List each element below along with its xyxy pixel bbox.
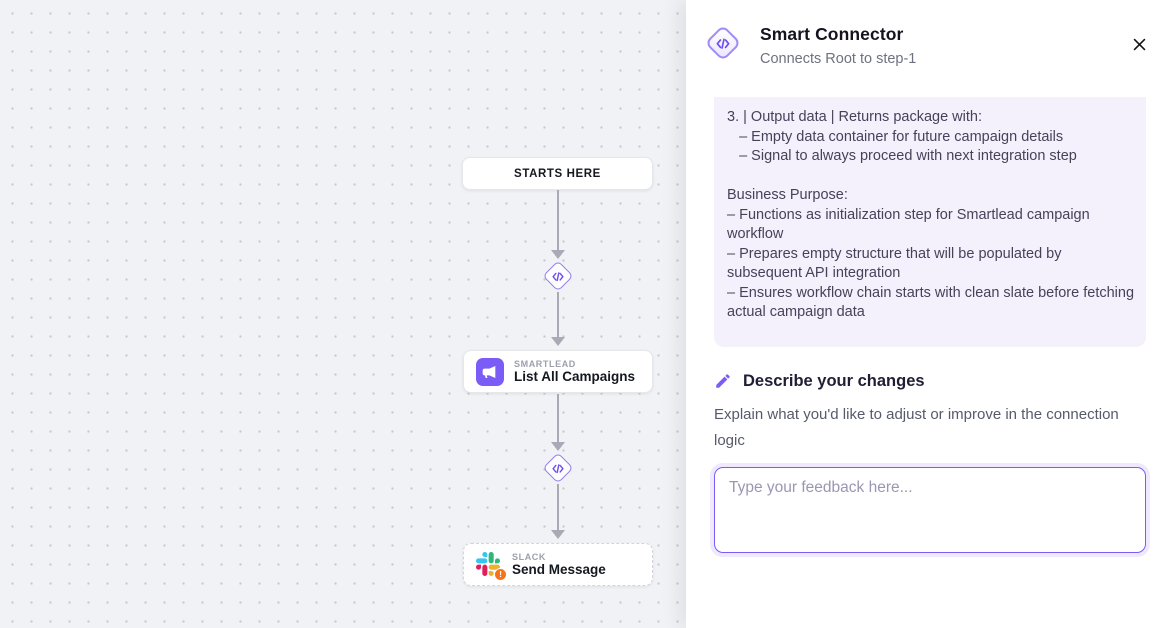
arrow-down-icon [551,442,565,451]
connector-explanation-box: 3. | Output data | Returns package with:… [714,97,1146,347]
feedback-input[interactable] [714,466,1146,553]
close-button[interactable] [1129,34,1149,54]
arrow-down-icon [551,530,565,539]
slack-node-action-label: Send Message [512,561,606,577]
describe-changes-title: Describe your changes [743,371,925,390]
close-icon [1133,38,1145,50]
warning-badge-icon: ! [494,567,507,581]
smartlead-node-action-label: List All Campaigns [514,368,636,384]
panel-body: 3. | Output data | Returns package with:… [686,97,1166,558]
start-node-label: STARTS HERE [514,167,601,180]
edge-line [557,394,559,442]
edge-line [557,190,559,250]
pencil-icon [716,374,730,388]
edge-line [557,484,559,530]
workflow-canvas[interactable]: STARTS HERE SMARTLEAD List All Campaigns [0,0,686,628]
describe-changes-header: Describe your changes [714,372,1146,391]
smart-connector-panel: Smart Connector Connects Root to step-1 … [686,0,1166,628]
smartlead-node[interactable]: SMARTLEAD List All Campaigns [463,350,653,393]
smart-connector-node-2[interactable] [542,452,574,484]
edge-line [557,292,559,337]
slack-node[interactable]: ! SLACK Send Message [463,543,653,586]
smartlead-node-app-label: SMARTLEAD [514,358,576,369]
arrow-down-icon [551,337,565,346]
panel-subtitle: Connects Root to step-1 [760,51,917,67]
panel-header: Smart Connector Connects Root to step-1 [686,0,1166,97]
start-node[interactable]: STARTS HERE [462,157,653,190]
arrow-down-icon [551,250,565,259]
smart-connector-node-1[interactable] [542,260,574,292]
code-diamond-icon [704,24,742,62]
megaphone-icon [476,357,504,386]
slack-node-app-label: SLACK [512,551,546,562]
describe-changes-description: Explain what you'd like to adjust or imp… [714,405,1119,449]
panel-title: Smart Connector [760,24,904,44]
code-diamond-icon [552,271,564,281]
code-diamond-icon [552,463,564,473]
